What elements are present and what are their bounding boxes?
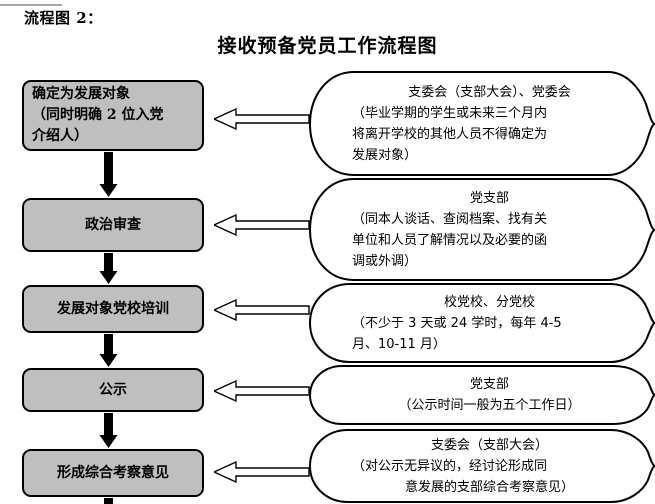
callout-heading-4: 党支部	[469, 377, 509, 392]
callout-text-4: 党支部 （公示时间一般为五个工作日）	[352, 364, 645, 426]
callout-line-1-3: 发展对象）	[352, 147, 418, 163]
callout-line-5-2: 意发展的支部综合考察意见）	[404, 479, 574, 495]
callout-line-4-1: （公示时间一般为五个工作日）	[398, 398, 581, 413]
callout-line-2-3: 调或外调）	[352, 253, 418, 269]
callout-arrow-2	[214, 214, 310, 236]
callout-line-3-1: （不少于 3 天或 24 学时，每年 4-5	[352, 315, 562, 331]
callout-arrow-4	[214, 380, 310, 402]
callout-arrow-5	[214, 461, 310, 483]
callout-arrow-3	[214, 299, 310, 321]
callout-heading-2: 党支部	[469, 190, 509, 206]
callout-bubble-2[interactable]: 党支部 （同本人谈话、查阅档案、找有关 单位和人员了解情况以及必要的函 调或外调…	[308, 177, 655, 282]
connector-arrow-1	[99, 152, 117, 197]
header-rule	[0, 4, 62, 6]
process-box-2[interactable]: 政治审查	[22, 198, 204, 252]
process-box-1[interactable]: 确定为发展对象 （同时明确 2 位入党 介绍人）	[22, 80, 204, 151]
callout-heading-5: 支委会（支部大会）	[430, 437, 548, 453]
callout-heading-1: 支委会（支部大会）、党委会	[408, 84, 571, 100]
callout-text-2: 党支部 （同本人谈话、查阅档案、找有关 单位和人员了解情况以及必要的函 调或外调…	[352, 177, 645, 282]
document-label: 流程图 2：	[24, 9, 103, 27]
callout-bubble-3[interactable]: 校党校、分党校 （不少于 3 天或 24 学时，每年 4-5 月、10-11 月…	[308, 282, 655, 364]
page-title: 接收预备党员工作流程图	[217, 35, 438, 57]
process-box-4[interactable]: 公示	[22, 368, 204, 412]
connector-arrow-2	[99, 253, 117, 284]
connector-arrow-5	[103, 498, 114, 504]
callout-arrow-1	[214, 108, 310, 130]
callout-text-3: 校党校、分党校 （不少于 3 天或 24 学时，每年 4-5 月、10-11 月…	[352, 282, 645, 364]
callout-line-5-1: （对公示无异议的，经讨论形成同	[352, 458, 548, 474]
connector-arrow-3	[99, 334, 117, 367]
callout-bubble-1[interactable]: 支委会（支部大会）、党委会 （毕业学期的学生或未来三个月内 将离开学校的其他人员…	[308, 70, 655, 177]
callout-line-1-2: 将离开学校的其他人员不得确定为	[352, 126, 548, 142]
callout-bubble-5[interactable]: 支委会（支部大会） （对公示无异议的，经讨论形成同 意发展的支部综合考察意见）	[308, 428, 655, 504]
callout-bubble-4[interactable]: 党支部 （公示时间一般为五个工作日）	[308, 364, 655, 426]
callout-text-5: 支委会（支部大会） （对公示无异议的，经讨论形成同 意发展的支部综合考察意见）	[352, 428, 645, 504]
callout-line-1-1: （毕业学期的学生或未来三个月内	[352, 105, 548, 121]
callout-line-3-2: 月、10-11 月）	[352, 336, 446, 352]
callout-line-2-2: 单位和人员了解情况以及必要的函	[352, 232, 548, 248]
callout-heading-3: 校党校、分党校	[443, 294, 535, 310]
callout-text-1: 支委会（支部大会）、党委会 （毕业学期的学生或未来三个月内 将离开学校的其他人员…	[352, 70, 645, 177]
process-box-3[interactable]: 发展对象党校培训	[22, 285, 204, 333]
process-box-5[interactable]: 形成综合考察意见	[22, 449, 204, 497]
connector-arrow-4	[99, 413, 117, 448]
callout-line-2-1: （同本人谈话、查阅档案、找有关	[352, 211, 548, 227]
